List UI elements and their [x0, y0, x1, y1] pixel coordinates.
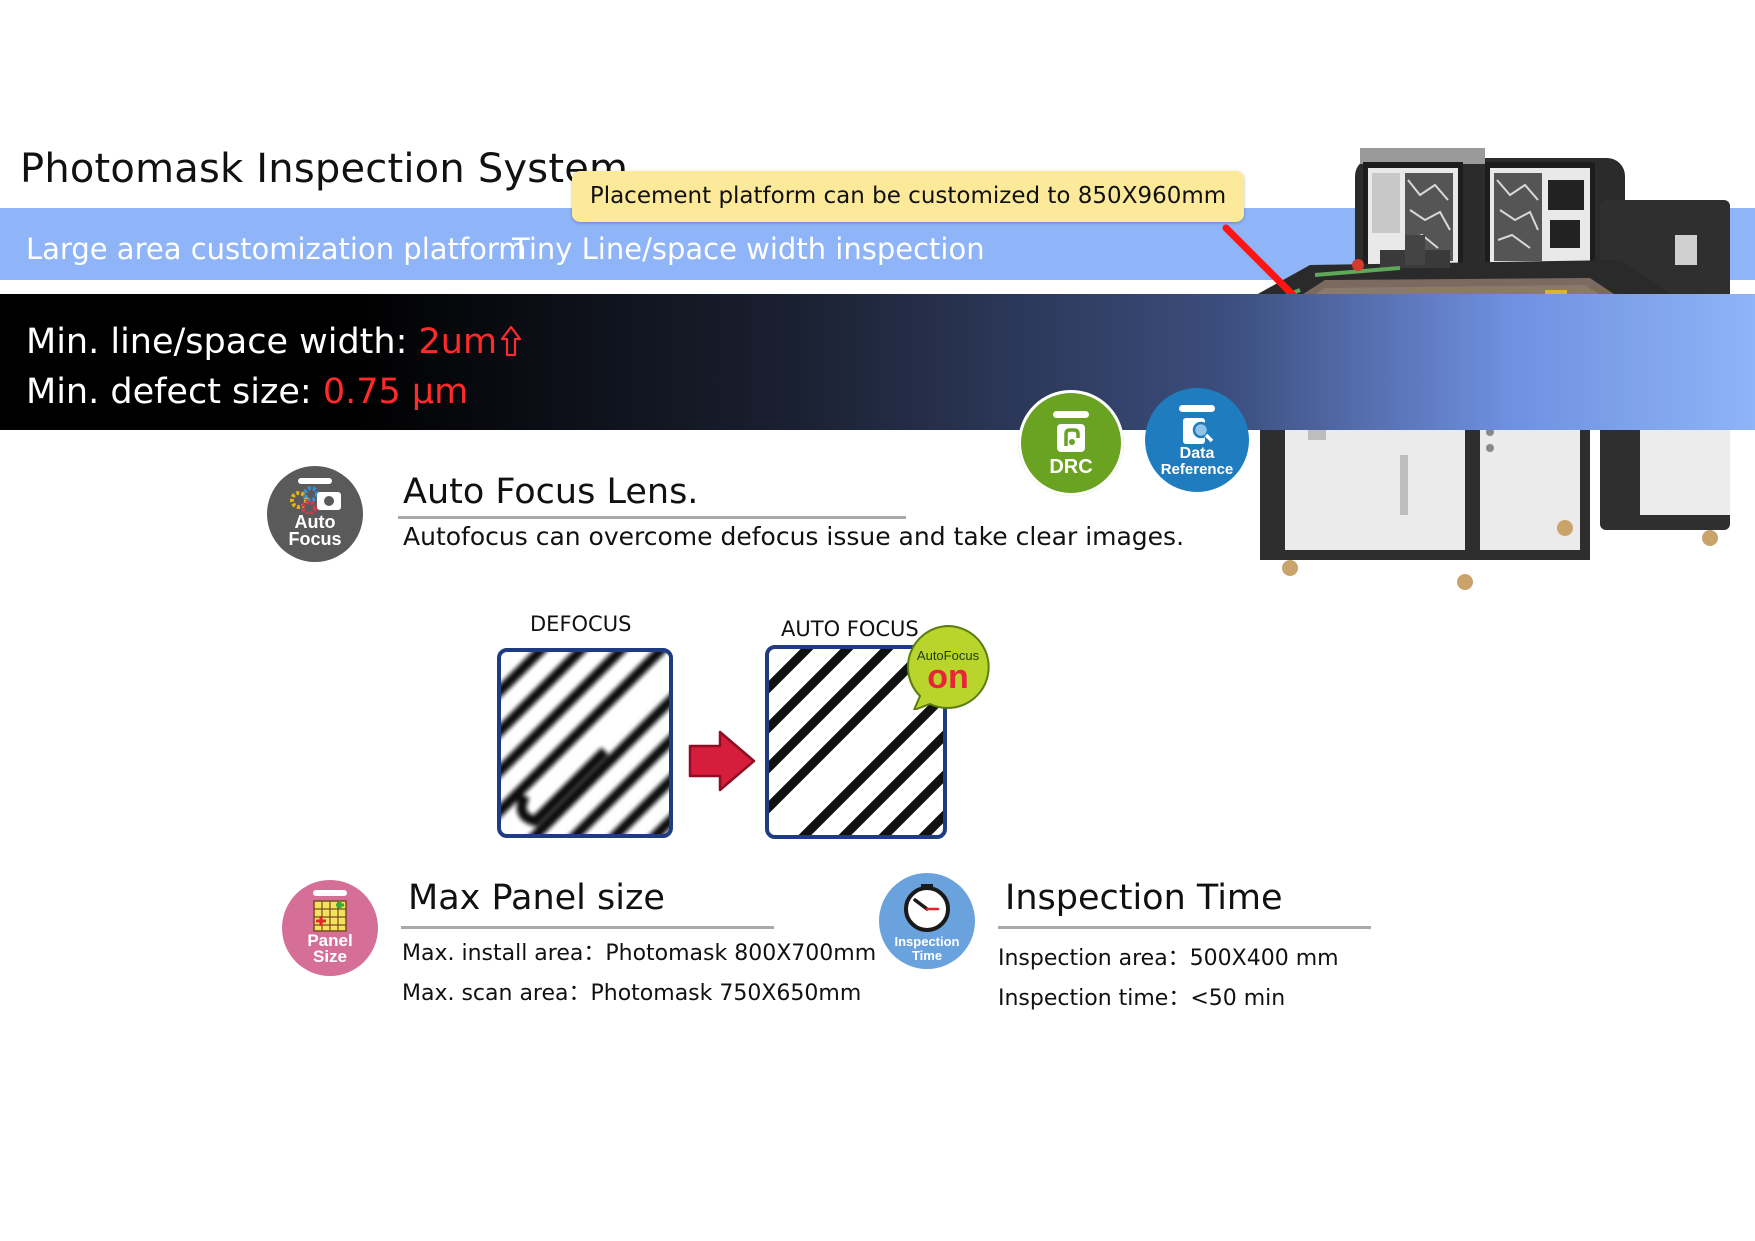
data-reference-label-1: Data — [1179, 444, 1215, 462]
auto-focus-icon-label-2: Focus — [288, 529, 342, 549]
gear-camera-icon — [290, 486, 341, 514]
panel-size-icon: Panel Size — [282, 880, 378, 976]
drc-badge: DRC — [1018, 390, 1124, 496]
arrow-right-icon — [688, 730, 756, 792]
bubble-autofocus-text: AutoFocus — [916, 648, 980, 663]
speech-bubble-icon — [906, 624, 990, 710]
panel-install-area: Max. install area：Photomask 800X700mm — [402, 941, 877, 966]
inspection-time-icon-label-2: Time — [911, 948, 943, 963]
bubble-on-text: on — [927, 658, 969, 696]
spec-band — [0, 294, 1755, 430]
spec-defect-label: Min. defect size: — [26, 372, 323, 412]
magnifier-document-icon — [1183, 417, 1214, 444]
inspection-duration: Inspection time：<50 min — [998, 986, 1286, 1011]
inspection-time-icon: Inspection Time — [879, 873, 975, 969]
platform-callout: Placement platform can be customized to … — [572, 171, 1244, 222]
auto-focus-icon: Auto Focus — [267, 466, 363, 562]
grid-icon — [313, 899, 347, 932]
data-reference-badge: Data Reference — [1145, 388, 1249, 492]
autofocus-sample-image — [765, 645, 947, 839]
autofocus-caption: AUTO FOCUS — [781, 617, 919, 641]
inspection-area: Inspection area：500X400 mm — [998, 946, 1339, 971]
inspection-time-title: Inspection Time — [1005, 878, 1283, 918]
auto-focus-title: Auto Focus Lens. — [403, 472, 699, 512]
panel-size-icon-label-1: Panel — [307, 930, 353, 950]
auto-focus-divider — [398, 516, 906, 519]
panel-size-divider — [401, 926, 774, 929]
defocus-sample-image — [497, 648, 673, 838]
clock-icon — [904, 884, 950, 932]
arrow-up-icon — [500, 325, 522, 357]
drc-label: DRC — [1049, 456, 1093, 478]
auto-focus-icon-label-1: Auto — [294, 512, 336, 532]
band-item-tiny-line: Tiny Line/space width inspection — [512, 232, 985, 266]
data-reference-label-2: Reference — [1160, 460, 1234, 478]
panel-scan-area: Max. scan area：Photomask 750X650mm — [402, 981, 862, 1006]
spec-line-label: Min. line/space width: — [26, 322, 419, 362]
auto-focus-description: Autofocus can overcome defocus issue and… — [403, 522, 1185, 551]
autofocus-on-bubble: AutoFocus on — [904, 624, 992, 710]
panel-size-icon-label-2: Size — [312, 946, 348, 966]
panel-size-title: Max Panel size — [408, 878, 665, 918]
spec-line-value: 2um — [418, 322, 498, 362]
spec-defect-size: Min. defect size: 0.75 μm — [26, 372, 468, 412]
inspection-time-icon-label-1: Inspection — [894, 934, 960, 949]
spec-line-width: Min. line/space width: 2um — [26, 322, 522, 362]
inspection-time-divider — [998, 926, 1371, 929]
document-icon — [1057, 424, 1085, 452]
band-item-large-area: Large area customization platform — [26, 232, 527, 266]
page-title: Photomask Inspection System — [20, 146, 629, 192]
defocus-caption: DEFOCUS — [530, 612, 632, 636]
callout-text: Placement platform can be customized to … — [589, 183, 1227, 209]
spec-defect-value: 0.75 μm — [322, 372, 469, 412]
